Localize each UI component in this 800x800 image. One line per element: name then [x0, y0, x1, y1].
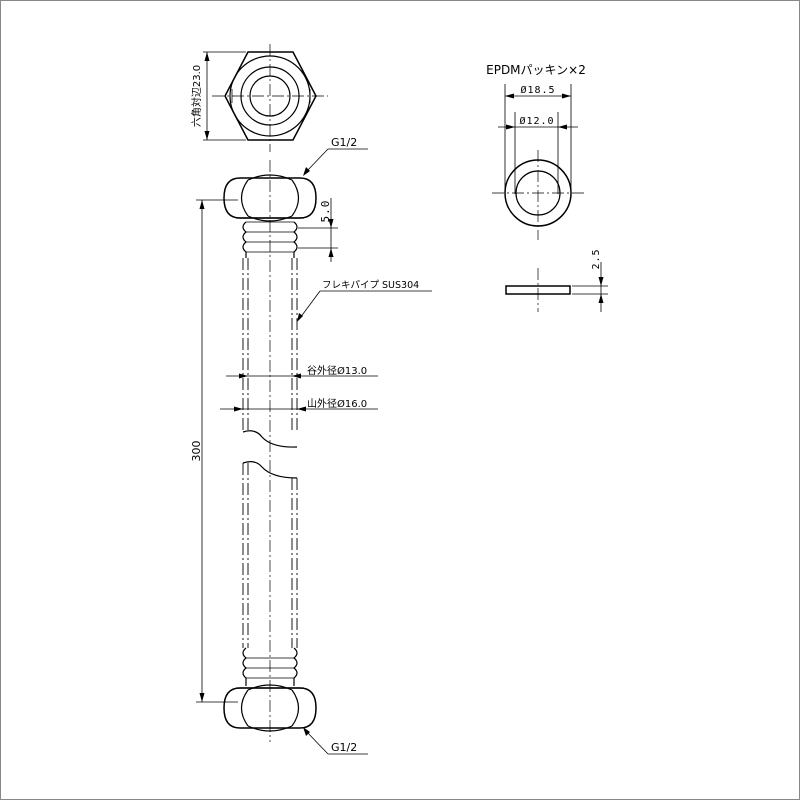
flex-pipe-lower: [242, 461, 298, 648]
packing-ring: [492, 150, 584, 240]
valley-od-dimension: [226, 373, 378, 379]
packing-thickness-dimension: [572, 262, 608, 312]
valley-od-label: 谷外径Ø13.0: [307, 364, 367, 377]
peak-od-dimension: [220, 406, 378, 412]
packing-title: EPDMパッキン×2: [486, 63, 586, 77]
length-dimension: [196, 199, 238, 703]
packing-id-label: Ø12.0: [519, 115, 554, 127]
thread-leader-top: [303, 148, 368, 176]
peak-od-label: 山外径Ø16.0: [307, 397, 367, 410]
packing-od-dimension: [504, 84, 572, 194]
flex-pipe-label: フレキパイプ SUS304: [322, 280, 419, 291]
thread-top-label: G1/2: [331, 136, 357, 149]
pitch-label: 5.0: [319, 200, 332, 223]
thread-bottom-label: G1/2: [331, 741, 357, 754]
packing-side-view: [505, 268, 571, 312]
hex-across-flats-label: 六角対辺23.0: [190, 65, 203, 127]
packing-id-dimension: [498, 112, 578, 194]
pitch-dimension: [298, 198, 338, 262]
thread-leader-bottom: [303, 727, 368, 755]
flex-pipe-leader: [297, 290, 432, 322]
packing-od-label: Ø18.5: [520, 84, 555, 96]
length-label: 300: [190, 441, 203, 462]
hex-nut-end-view: [212, 44, 328, 152]
packing-thickness-label: 2.5: [591, 248, 602, 269]
flex-pipe-upper: [242, 258, 298, 448]
hex-dimension: [203, 51, 246, 141]
